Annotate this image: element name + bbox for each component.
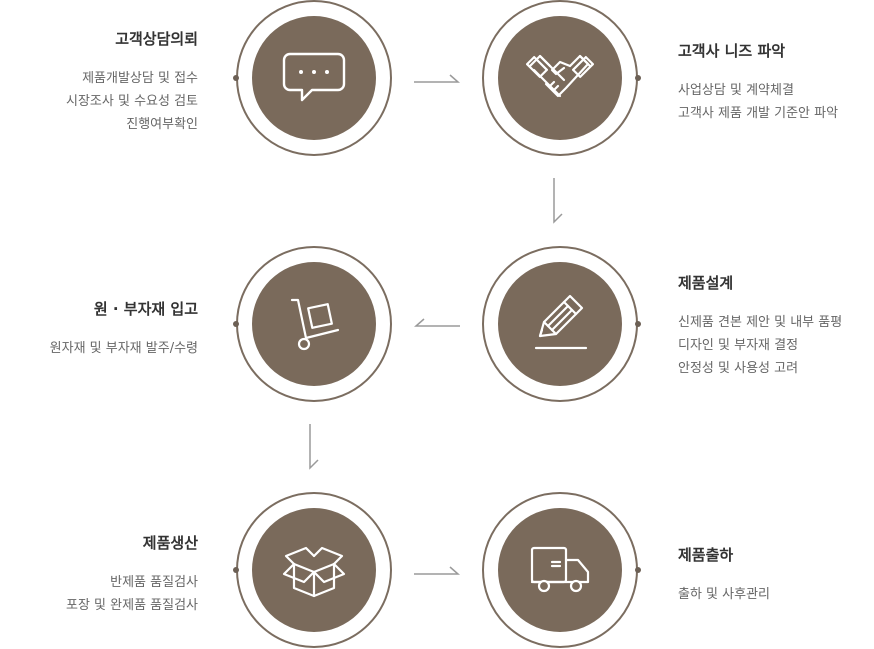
- open-box-icon: [282, 546, 346, 598]
- step-disc: [252, 508, 376, 632]
- step-disc: [498, 262, 622, 386]
- step-disc: [498, 508, 622, 632]
- pencil-icon: [534, 294, 588, 350]
- step-desc-line: 시장조사 및 수요성 검토: [66, 94, 198, 109]
- step-desc-line: 반제품 품질검사: [110, 575, 198, 590]
- step-desc-line: 안정성 및 사용성 고려: [678, 361, 799, 376]
- step-title: 고객사 니즈 파악: [678, 42, 786, 60]
- step-title: 제품출하: [678, 546, 734, 564]
- step-disc: [252, 16, 376, 140]
- step-desc-line: 고객사 제품 개발 기준안 파악: [678, 106, 839, 121]
- connector-dot: [635, 321, 641, 327]
- step-circle-materials: [233, 246, 392, 402]
- step-title: 원 · 부자재 입고: [93, 300, 198, 318]
- step-title: 고객상담의뢰: [115, 30, 198, 48]
- step-desc-line: 포장 및 완제품 품질검사: [66, 598, 198, 613]
- step-desc-line: 진행여부확인: [126, 117, 198, 132]
- step-circle-shipping: [482, 492, 641, 648]
- hand-truck-icon: [290, 298, 340, 351]
- step-desc-line: 원자재 및 부자재 발주/수령: [49, 341, 198, 356]
- step-text-materials: 원 · 부자재 입고 원자재 및 부자재 발주/수령: [0, 298, 198, 360]
- step-text-shipping: 제품출하 출하 및 사후관리: [678, 544, 868, 606]
- step-text-design: 제품설계 신제품 견본 제안 및 내부 품평 디자인 및 부자재 결정 안정성 …: [678, 272, 874, 380]
- connector-dot: [233, 321, 239, 327]
- arrow-right-icon: [414, 74, 460, 83]
- step-text-needs: 고객사 니즈 파악 사업상담 및 계약체결 고객사 제품 개발 기준안 파악: [678, 40, 868, 125]
- handshake-icon: [526, 54, 594, 98]
- step-title: 제품생산: [142, 534, 198, 552]
- arrow-left-icon: [414, 318, 460, 327]
- step-desc-line: 제품개발상담 및 접수: [82, 71, 198, 86]
- step-circle-design: [482, 246, 641, 402]
- step-disc: [252, 262, 376, 386]
- connector-dot: [635, 567, 641, 573]
- step-desc-line: 신제품 견본 제안 및 내부 품평: [678, 315, 843, 330]
- arrow-down-icon: [309, 424, 319, 470]
- step-desc-line: 사업상담 및 계약체결: [678, 83, 794, 98]
- arrow-right-icon: [414, 566, 460, 575]
- connector-dot: [233, 567, 239, 573]
- step-desc-line: 디자인 및 부자재 결정: [678, 338, 799, 353]
- step-circle-consultation: [233, 0, 392, 156]
- step-desc-line: 출하 및 사후관리: [678, 587, 770, 602]
- arrow-down-icon: [553, 178, 563, 224]
- step-circle-needs: [482, 0, 641, 156]
- connector-dot: [635, 75, 641, 81]
- step-disc: [498, 16, 622, 140]
- step-title: 제품설계: [678, 274, 734, 292]
- step-text-production: 제품생산 반제품 품질검사 포장 및 완제품 품질검사: [0, 532, 198, 617]
- step-text-consultation: 고객상담의뢰 제품개발상담 및 접수 시장조사 및 수요성 검토 진행여부확인: [0, 28, 198, 136]
- step-circle-production: [233, 492, 392, 648]
- connector-dot: [233, 75, 239, 81]
- delivery-truck-icon: [530, 546, 590, 593]
- speech-bubble-icon: [282, 52, 346, 102]
